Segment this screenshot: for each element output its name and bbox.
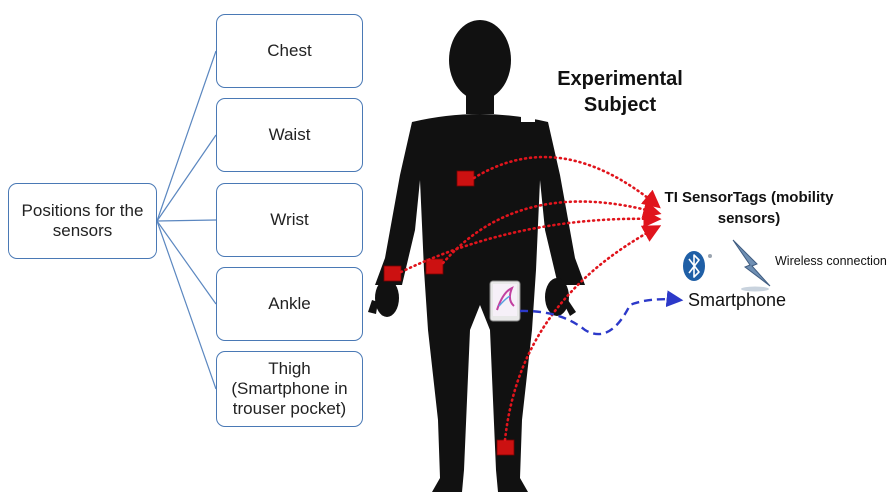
lightning-icon: [733, 240, 770, 292]
root-node-positions: Positions for the sensors: [8, 183, 157, 259]
shoulder-highlight: [521, 110, 535, 122]
smartphone-label: Smartphone: [688, 290, 786, 311]
sensor-waist: [426, 259, 443, 274]
root-node-label: Positions for the sensors: [9, 201, 156, 241]
position-waist-label: Waist: [269, 125, 311, 145]
sensor-chest: [457, 171, 474, 186]
position-thigh-box: Thigh (Smartphone in trouser pocket): [216, 351, 363, 427]
sensor-wrist: [384, 266, 401, 281]
position-ankle-label: Ankle: [268, 294, 311, 314]
tree-connectors: [157, 51, 216, 389]
sensor-group-title: TI SensorTags (mobility sensors): [664, 187, 834, 229]
position-chest-box: Chest: [216, 14, 363, 88]
bluetooth-icon: [683, 251, 712, 281]
sensor-ankle: [497, 440, 514, 455]
position-wrist-box: Wrist: [216, 183, 363, 257]
position-chest-label: Chest: [267, 41, 311, 61]
position-wrist-label: Wrist: [270, 210, 308, 230]
position-thigh-label: Thigh (Smartphone in trouser pocket): [225, 359, 355, 419]
pocket-smartphone: [490, 281, 520, 321]
diagram-title: Experimental Subject: [540, 66, 700, 118]
wireless-connection-label: Wireless connection: [775, 254, 887, 268]
position-ankle-box: Ankle: [216, 267, 363, 341]
phone-link: [520, 299, 680, 334]
position-waist-box: Waist: [216, 98, 363, 172]
